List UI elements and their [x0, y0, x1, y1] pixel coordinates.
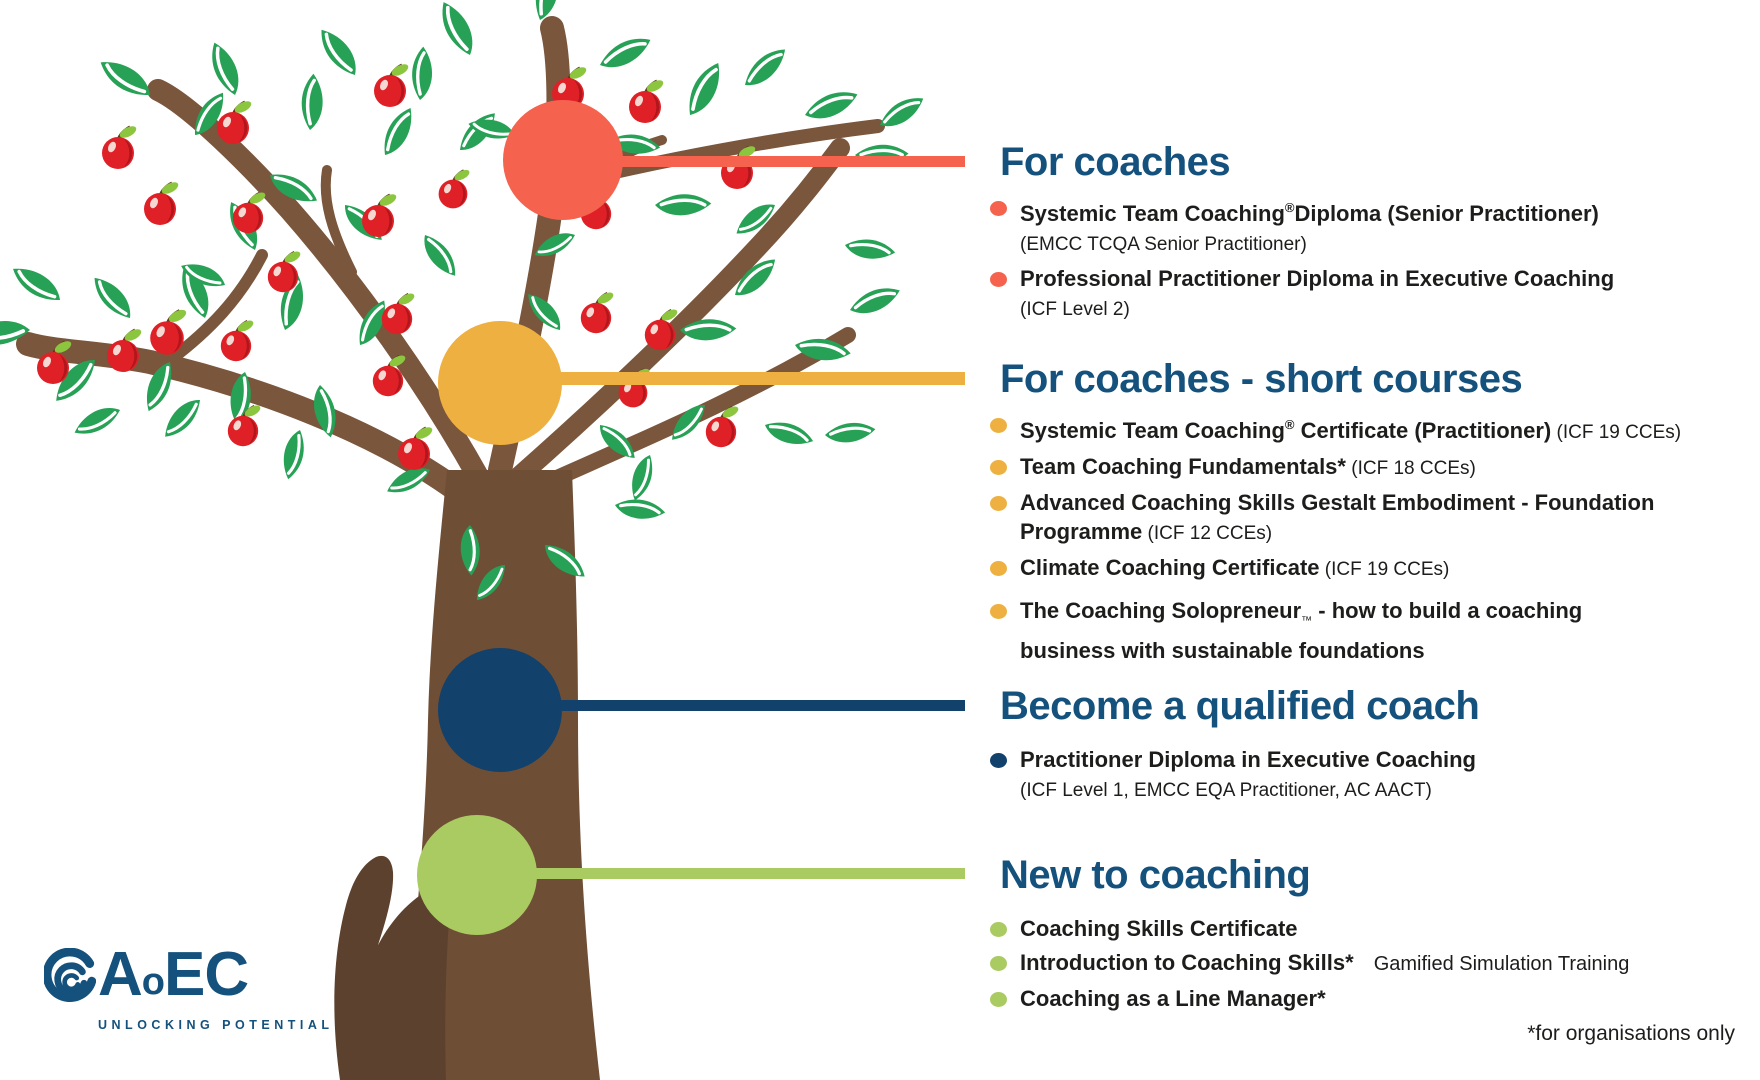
navy-connector-line	[552, 700, 965, 711]
aoec-logo: AoEC UNLOCKING POTENTIAL	[44, 940, 334, 1032]
course-item-line: (ICF Level 1, EMCC EQA Practitioner, AC …	[1020, 780, 1432, 801]
bullet-dot-icon	[990, 460, 1007, 475]
course-item: Systemic Team Coaching®Diploma (Senior P…	[980, 193, 1750, 259]
bullet-dot-icon	[990, 992, 1007, 1007]
green-level-node	[417, 815, 537, 935]
bullet-dot-icon	[990, 418, 1007, 433]
bullet-dot-icon	[990, 561, 1007, 576]
course-item-line: Coaching Skills Certificate	[1020, 916, 1298, 941]
hand-silhouette	[334, 855, 452, 1080]
logo-wordmark: AoEC	[98, 940, 249, 1009]
course-item-line: Introduction to Coaching Skills*Gamified…	[1020, 950, 1630, 975]
section-title: For coaches - short courses	[1000, 357, 1523, 401]
course-item: Introduction to Coaching Skills*Gamified…	[980, 948, 1750, 979]
course-item: The Coaching Solopreneur™ - how to build…	[980, 596, 1750, 665]
navy-level-node	[438, 648, 562, 772]
footnote: *for organisations only	[1527, 1022, 1735, 1045]
course-item-line: Programme (ICF 12 CCEs)	[1020, 519, 1273, 544]
bullet-dot-icon	[990, 272, 1007, 287]
course-item-line: Climate Coaching Certificate (ICF 19 CCE…	[1020, 555, 1450, 580]
course-item-line: Systemic Team Coaching® Certificate (Pra…	[1020, 417, 1682, 443]
green-connector-line	[530, 868, 965, 879]
course-item: Coaching Skills Certificate	[980, 914, 1750, 943]
course-item-line: Coaching as a Line Manager*	[1020, 986, 1326, 1011]
course-item: Systemic Team Coaching® Certificate (Pra…	[980, 410, 1750, 447]
course-item-line: Advanced Coaching Skills Gestalt Embodim…	[1020, 490, 1655, 515]
course-item-line: Professional Practitioner Diploma in Exe…	[1020, 266, 1615, 291]
yellow-connector-line	[552, 372, 965, 385]
bullet-dot-icon	[990, 922, 1007, 937]
course-item: Advanced Coaching Skills Gestalt Embodim…	[980, 488, 1750, 548]
bullet-dot-icon	[990, 604, 1007, 619]
course-item-line: (ICF Level 2)	[1020, 299, 1130, 320]
section-title: New to coaching	[1000, 853, 1311, 897]
course-item-line: (EMCC TCQA Senior Practitioner)	[1020, 234, 1307, 255]
aoec-wave-icon	[44, 948, 96, 1002]
bullet-dot-icon	[990, 201, 1007, 216]
course-item-line: Practitioner Diploma in Executive Coachi…	[1020, 747, 1476, 772]
course-item-line: Team Coaching Fundamentals* (ICF 18 CCEs…	[1020, 454, 1476, 479]
bullet-dot-icon	[990, 956, 1007, 971]
section-title: For coaches	[1000, 140, 1231, 184]
section-title: Become a qualified coach	[1000, 684, 1480, 728]
course-item: Practitioner Diploma in Executive Coachi…	[980, 745, 1750, 805]
yellow-level-node	[438, 321, 562, 445]
course-item: Climate Coaching Certificate (ICF 19 CCE…	[980, 553, 1750, 584]
course-item-line: Systemic Team Coaching®Diploma (Senior P…	[1020, 200, 1599, 226]
course-item: Coaching as a Line Manager*	[980, 984, 1750, 1013]
course-item-line: business with sustainable foundations	[1020, 638, 1425, 663]
coral-connector-line	[610, 156, 965, 167]
course-item: Team Coaching Fundamentals* (ICF 18 CCEs…	[980, 452, 1750, 483]
coral-level-node	[503, 100, 623, 220]
bullet-dot-icon	[990, 753, 1007, 768]
logo-tagline: UNLOCKING POTENTIAL	[98, 1018, 334, 1032]
course-item: Professional Practitioner Diploma in Exe…	[980, 264, 1750, 324]
course-item-line: The Coaching Solopreneur™ - how to build…	[1020, 598, 1583, 627]
bullet-dot-icon	[990, 496, 1007, 511]
